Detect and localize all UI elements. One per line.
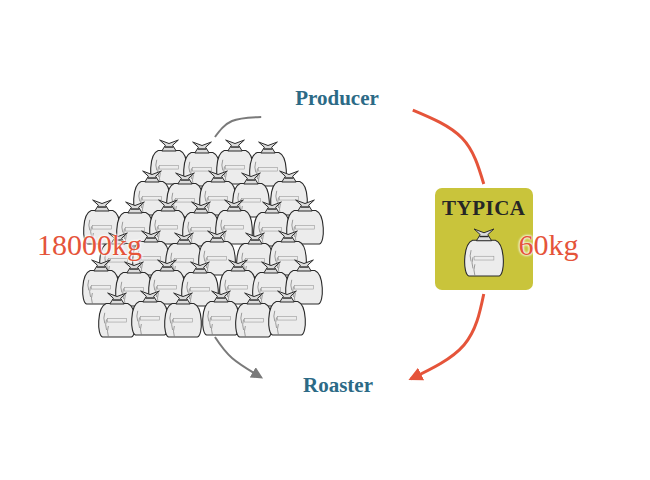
- quantity-label: 18000kg: [37, 228, 142, 262]
- coffee-sack: [464, 229, 503, 276]
- product-box: TYPICA60kg: [435, 188, 533, 290]
- coffee-sack: [203, 291, 240, 335]
- coffee-sack: [269, 291, 306, 335]
- flow-arrow: [413, 110, 484, 184]
- flow-arrow: [215, 337, 261, 377]
- coffee-sack: [165, 293, 202, 337]
- quantity-label: 60kg: [519, 228, 579, 262]
- coffee-sack: [132, 291, 169, 335]
- stage-label: Roaster: [295, 369, 381, 402]
- coffee-sack: [236, 293, 273, 337]
- flow-arrow: [215, 117, 261, 137]
- stage-name: Producer: [291, 84, 383, 113]
- coffee-sack: [99, 293, 136, 337]
- flow-arrow: [411, 294, 484, 379]
- stage-label: Producer: [287, 82, 387, 115]
- coffee-sack-icon: [462, 226, 506, 278]
- stage-name: Roaster: [299, 371, 377, 400]
- brand-name: TYPICA: [442, 196, 526, 221]
- bulk-volume-group: 18000kg: [35, 140, 330, 335]
